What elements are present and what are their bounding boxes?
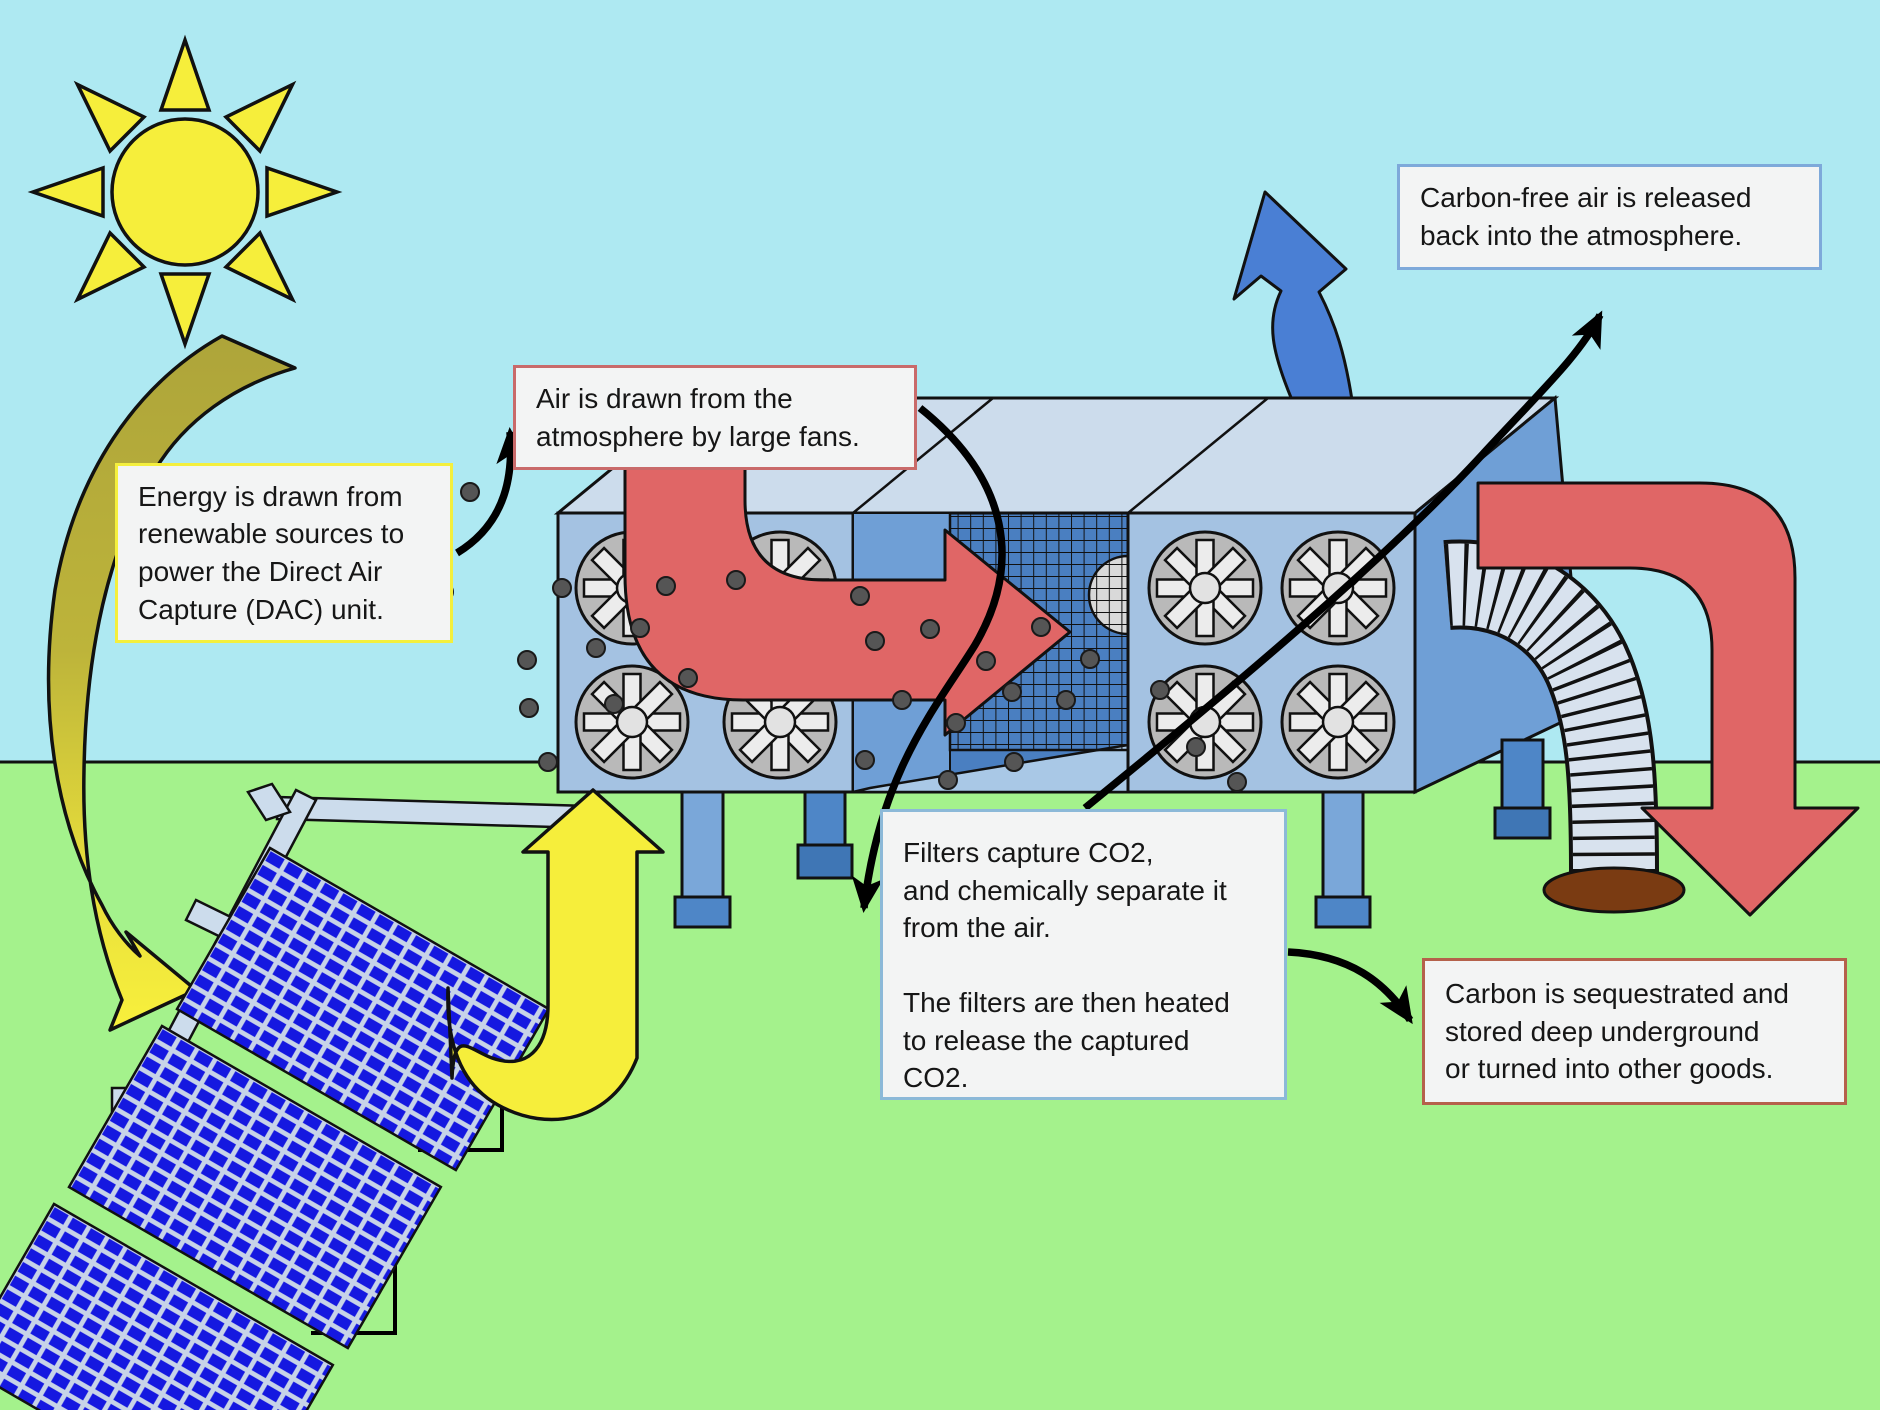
clean-air-arrow — [1232, 190, 1354, 402]
arrow-filters-to-carbonseq — [1287, 948, 1414, 1025]
callout-carbon-free-air: Carbon-free air is released back into th… — [1397, 164, 1822, 270]
callout-filters: Filters capture CO2, and chemically sepa… — [880, 809, 1287, 1100]
solar-panel-icon — [0, 846, 551, 1410]
co2-storage-arrow — [1476, 481, 1860, 917]
arrow-filters-to-carbonfree — [1082, 310, 1604, 811]
callout-air-drawn: Air is drawn from the atmosphere by larg… — [513, 365, 917, 470]
sun-icon — [27, 34, 343, 350]
arrow-energy-to-air — [455, 427, 529, 557]
callout-energy: Energy is drawn from renewable sources t… — [115, 463, 453, 643]
callout-carbon-sequestrated: Carbon is sequestrated and stored deep u… — [1422, 958, 1847, 1105]
dirt-icon — [1542, 866, 1686, 914]
connector-arrows — [455, 310, 1604, 1025]
co2-particles-icon — [432, 482, 1247, 792]
electricity-arrow — [446, 788, 665, 1122]
arrow-air-to-filters — [851, 405, 1006, 913]
underground-pipe-icon — [1443, 539, 1686, 914]
